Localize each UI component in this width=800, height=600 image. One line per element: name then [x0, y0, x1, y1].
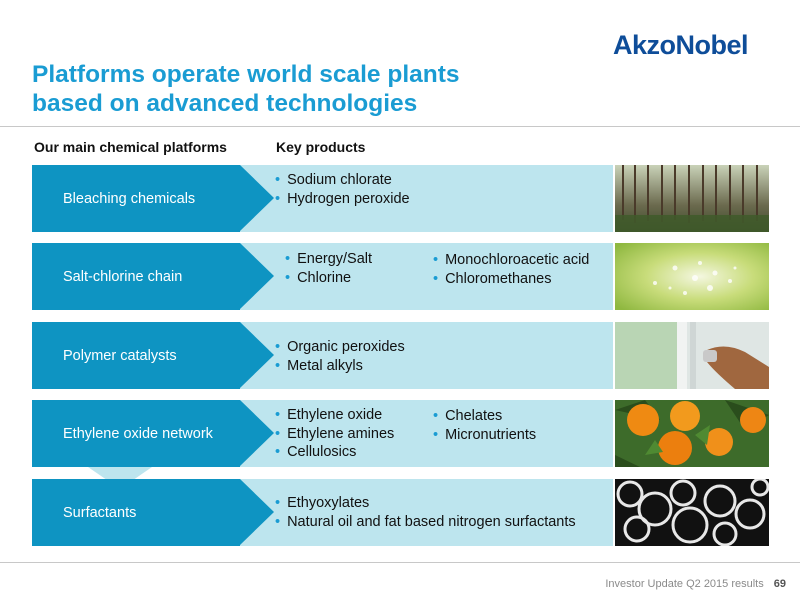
salt-photo	[615, 243, 769, 310]
footer-text: Investor Update Q2 2015 results	[605, 578, 764, 590]
akzonobel-logo: AkzoNobel	[613, 30, 749, 60]
platform-row-salt-chlorine: Salt-chlorine chain Energy/Salt Chlorine…	[32, 243, 613, 310]
product-item: Chloromethanes	[433, 270, 589, 289]
product-item: Ethyoxylates	[275, 494, 576, 513]
product-item: Sodium chlorate	[275, 171, 410, 190]
platform-label: Ethylene oxide network	[32, 400, 240, 467]
product-list: Ethyoxylates Natural oil and fat based n…	[275, 494, 576, 531]
products-header: Key products	[276, 139, 366, 155]
product-item: Organic peroxides	[275, 338, 405, 357]
product-item: Metal alkyls	[275, 357, 405, 376]
chevron-arrow	[240, 243, 274, 309]
platform-row-polymer-catalysts: Polymer catalysts Organic peroxides Meta…	[32, 322, 613, 389]
product-item: Cellulosics	[275, 443, 394, 462]
product-item: Hydrogen peroxide	[275, 190, 410, 209]
product-item: Energy/Salt	[285, 250, 372, 269]
product-list: Energy/Salt Chlorine	[285, 250, 372, 287]
top-divider	[0, 126, 800, 127]
platforms-header: Our main chemical platforms	[34, 139, 227, 155]
product-item: Monochloroacetic acid	[433, 251, 589, 270]
platform-row-surfactants: Surfactants Ethyoxylates Natural oil and…	[32, 479, 613, 546]
product-item: Micronutrients	[433, 426, 536, 445]
footer: Investor Update Q2 2015 results 69	[605, 578, 786, 590]
chevron-arrow	[240, 400, 274, 466]
chevron-arrow	[240, 165, 274, 231]
bubbles-photo	[615, 479, 769, 546]
title-line-2: based on advanced technologies	[32, 90, 418, 117]
window-hand-photo	[615, 322, 769, 389]
platform-label: Polymer catalysts	[32, 322, 240, 389]
product-item: Chelates	[433, 407, 536, 426]
oranges-photo	[615, 400, 769, 467]
product-item: Natural oil and fat based nitrogen surfa…	[275, 513, 576, 532]
platform-label: Salt-chlorine chain	[32, 243, 240, 310]
page-title: Platforms operate world scale plants bas…	[32, 60, 592, 118]
product-list-secondary: Chelates Micronutrients	[433, 407, 536, 444]
product-item: Ethylene amines	[275, 425, 394, 444]
product-list: Ethylene oxide Ethylene amines Cellulosi…	[275, 406, 394, 462]
bottom-divider	[0, 562, 800, 563]
product-item: Chlorine	[285, 269, 372, 288]
title-line-1: Platforms operate world scale plants	[32, 61, 460, 88]
product-list: Organic peroxides Metal alkyls	[275, 338, 405, 375]
chevron-arrow	[240, 479, 274, 545]
platform-row-ethylene-oxide: Ethylene oxide network Ethylene oxide Et…	[32, 400, 613, 467]
product-list-secondary: Monochloroacetic acid Chloromethanes	[433, 251, 589, 288]
platform-row-bleaching: Bleaching chemicals Sodium chlorate Hydr…	[32, 165, 613, 232]
product-list: Sodium chlorate Hydrogen peroxide	[275, 171, 410, 208]
page-number: 69	[773, 578, 786, 590]
chevron-arrow	[240, 322, 274, 388]
forest-photo	[615, 165, 769, 232]
platform-label: Bleaching chemicals	[32, 165, 240, 232]
product-item: Ethylene oxide	[275, 406, 394, 425]
platform-label: Surfactants	[32, 479, 240, 546]
